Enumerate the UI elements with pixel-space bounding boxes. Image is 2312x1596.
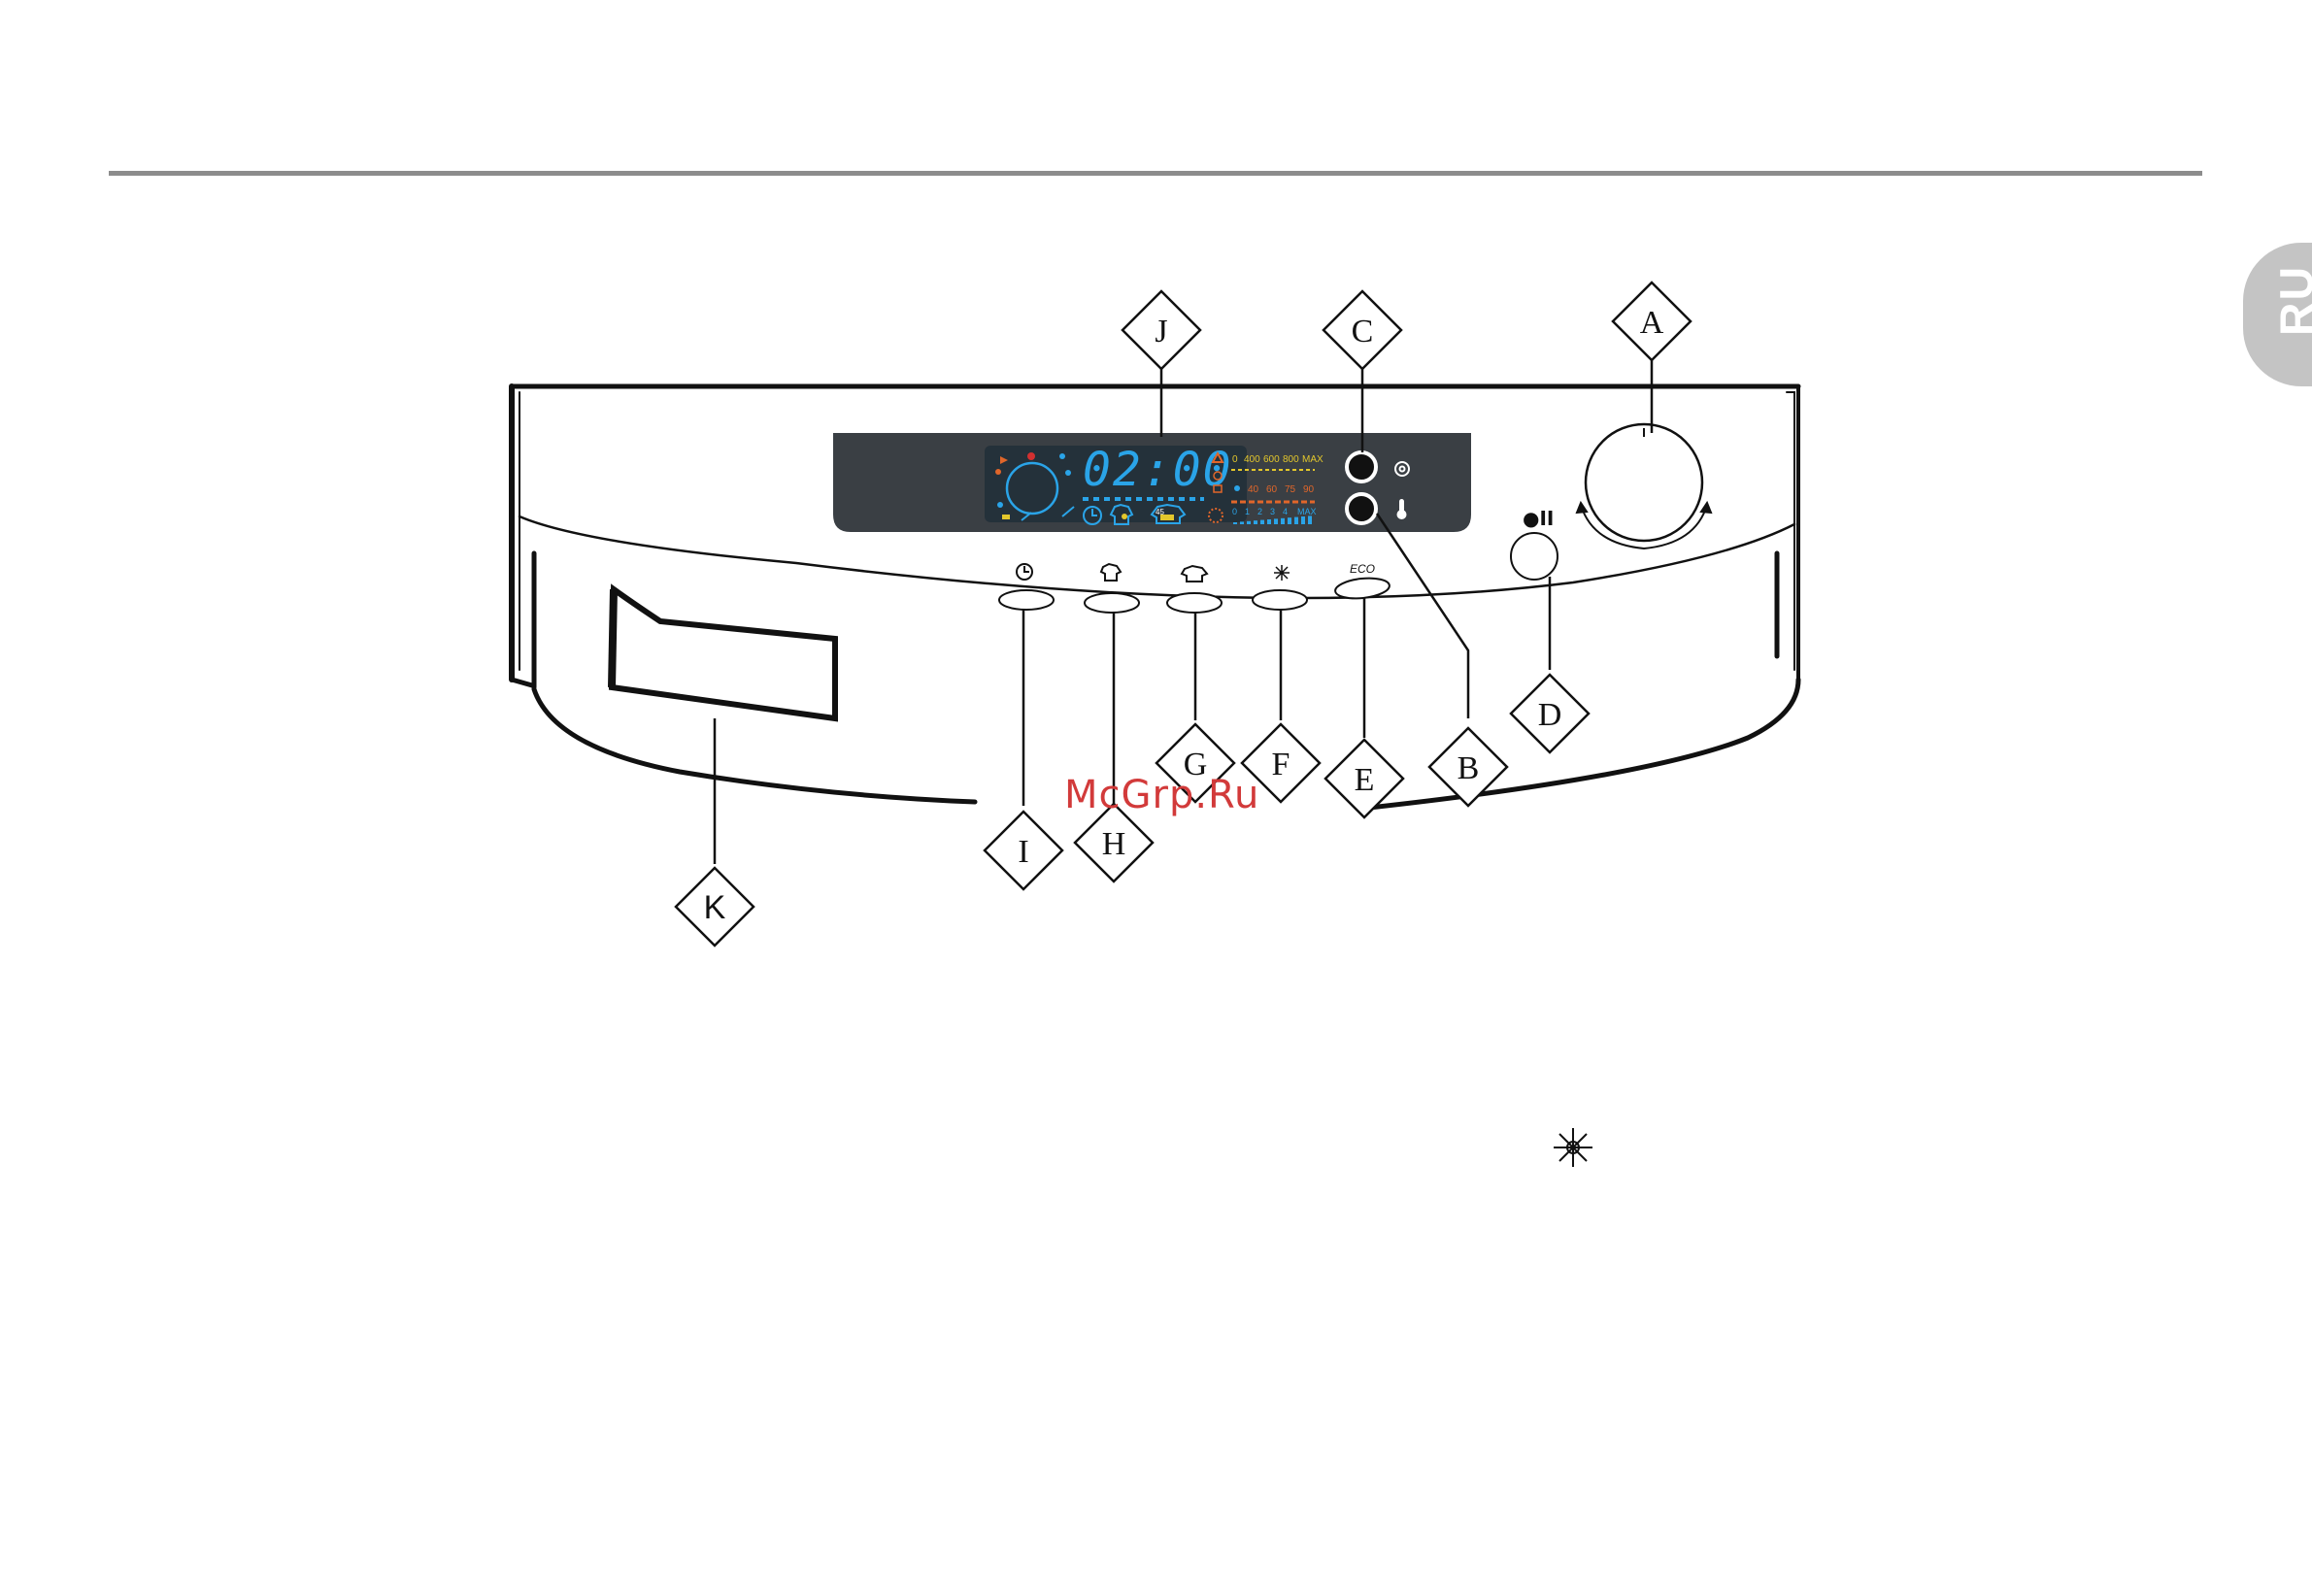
anticrease-button[interactable] bbox=[1253, 590, 1307, 610]
start-pause-button[interactable] bbox=[1511, 533, 1558, 580]
level-bar bbox=[1288, 517, 1291, 524]
spin-scale-label: 0 bbox=[1232, 454, 1238, 465]
level-bar bbox=[1240, 521, 1244, 524]
level-bar bbox=[1233, 522, 1237, 524]
lcd-time: 02:00 bbox=[1083, 443, 1233, 497]
callout-letter: A bbox=[1640, 305, 1664, 341]
temp-scale-label: 40 bbox=[1248, 484, 1259, 495]
level-scale-label: 4 bbox=[1283, 507, 1288, 516]
callout-letter: B bbox=[1458, 750, 1480, 786]
detergent-drawer[interactable] bbox=[612, 589, 835, 718]
callout-letter: D bbox=[1538, 697, 1562, 733]
spin-scale-label: MAX bbox=[1302, 454, 1324, 465]
level-scale-label: 1 bbox=[1245, 507, 1250, 516]
program-dial[interactable] bbox=[1586, 424, 1702, 541]
callout-letter: H bbox=[1102, 826, 1126, 862]
spin-scale-label: 600 bbox=[1263, 454, 1280, 465]
temp-scale-label: 90 bbox=[1303, 484, 1315, 495]
watermark: McGrp.Ru bbox=[1064, 773, 1259, 817]
level-bar bbox=[1254, 520, 1257, 524]
level-bar bbox=[1247, 521, 1251, 524]
callout-letter: I bbox=[1018, 834, 1028, 870]
level-scale-label: 0 bbox=[1232, 507, 1237, 516]
level-scale-label: MAX bbox=[1297, 507, 1317, 516]
callout-c: C bbox=[1324, 291, 1401, 369]
shirt-stain-icon bbox=[1182, 566, 1207, 582]
start-pause-icon: ●II bbox=[1523, 507, 1554, 530]
level-bar bbox=[1281, 518, 1285, 524]
level-bar bbox=[1294, 517, 1298, 524]
level-bar bbox=[1301, 516, 1305, 524]
callout-j: J bbox=[1122, 291, 1200, 369]
callout-i: I bbox=[985, 812, 1062, 889]
eco-label: ECO bbox=[1350, 562, 1375, 576]
callout-letter: E bbox=[1355, 762, 1375, 798]
level-bar bbox=[1267, 519, 1271, 524]
snowflake-icon bbox=[1274, 565, 1290, 581]
callout-a: A bbox=[1613, 283, 1691, 360]
callout-letter: F bbox=[1272, 747, 1290, 782]
callout-k: K bbox=[676, 868, 754, 946]
delay-start-button[interactable] bbox=[999, 590, 1054, 610]
level-bar bbox=[1260, 520, 1264, 524]
level-bar bbox=[1308, 515, 1312, 524]
temp-scale-label: 75 bbox=[1285, 484, 1296, 495]
shirt-icon bbox=[1101, 564, 1121, 581]
temperature-button[interactable] bbox=[1347, 494, 1376, 523]
callout-letter: C bbox=[1352, 314, 1374, 349]
timer-icon bbox=[1017, 564, 1032, 580]
spin-button[interactable] bbox=[1347, 452, 1376, 482]
callout-letter: K bbox=[704, 889, 726, 926]
callout-d: D bbox=[1511, 675, 1589, 752]
stain-button[interactable] bbox=[1167, 593, 1222, 613]
level-scale-label: 3 bbox=[1270, 507, 1275, 516]
button-icons bbox=[1017, 564, 1290, 582]
level-scale-label: 2 bbox=[1257, 507, 1262, 516]
lcd-badge: 45 bbox=[1156, 508, 1164, 516]
callout-letter: J bbox=[1155, 314, 1167, 349]
rapid-button[interactable] bbox=[1085, 593, 1139, 613]
spin-scale-label: 400 bbox=[1244, 454, 1260, 465]
snowflake-legend-icon bbox=[1554, 1128, 1592, 1167]
level-bar bbox=[1274, 518, 1278, 524]
temp-scale-label: 60 bbox=[1266, 484, 1278, 495]
spin-scale-label: 800 bbox=[1283, 454, 1299, 465]
